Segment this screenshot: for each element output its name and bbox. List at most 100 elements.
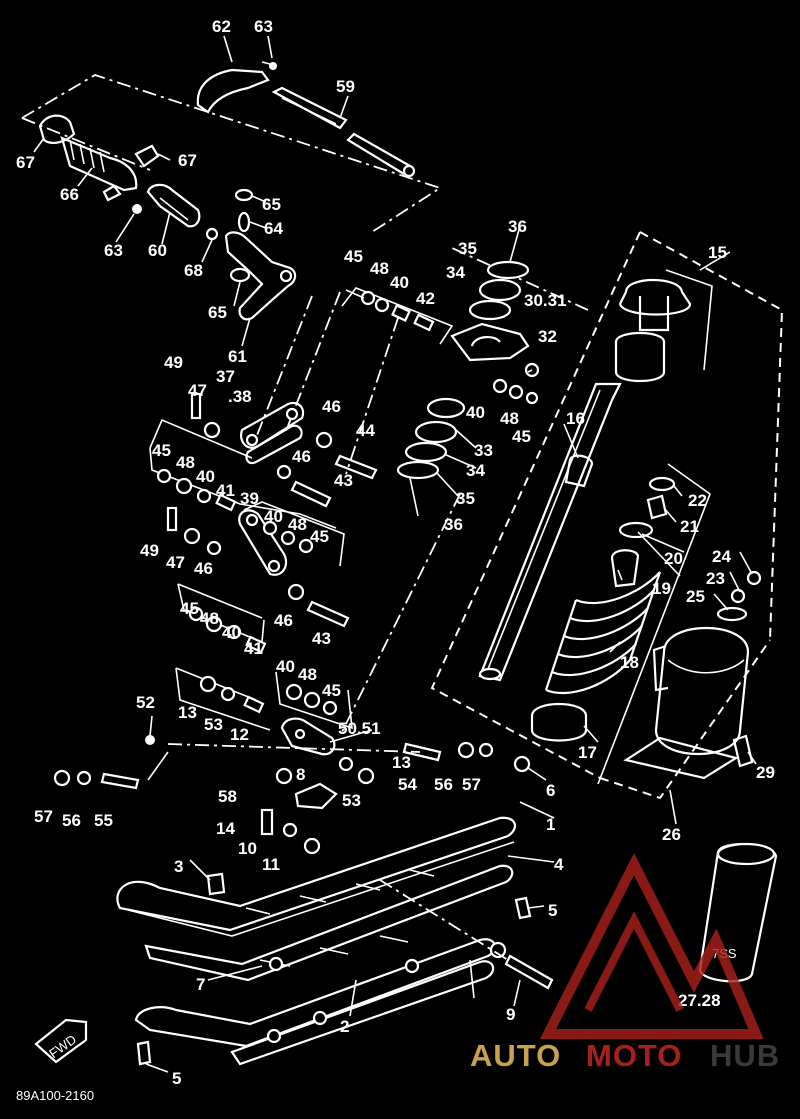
callout-5-bottom: 5 bbox=[172, 1069, 181, 1088]
callout-29: 29 bbox=[756, 763, 775, 782]
drawing-code: 89A100-2160 bbox=[16, 1088, 94, 1103]
callout-49-bottom: 49 bbox=[140, 541, 159, 560]
callout-7: 7 bbox=[196, 975, 205, 994]
callout-14: 14 bbox=[216, 819, 235, 838]
callout-45-e: 45 bbox=[180, 599, 199, 618]
watermark-auto: AUTO bbox=[470, 1038, 561, 1073]
callout-57-right: 57 bbox=[462, 775, 481, 794]
callout-24: 24 bbox=[712, 547, 731, 566]
callout-20: 20 bbox=[664, 549, 683, 568]
callout-46-d: 46 bbox=[274, 611, 293, 630]
callout-15: 15 bbox=[708, 243, 727, 262]
callout-41-a: 41 bbox=[216, 481, 235, 500]
callout-63-top: 63 bbox=[254, 17, 273, 36]
callout-32: 32 bbox=[538, 327, 557, 346]
callout-64: 64 bbox=[264, 219, 283, 238]
callout-19: 19 bbox=[652, 579, 671, 598]
callout-38: .38 bbox=[228, 387, 252, 406]
callout-68: 68 bbox=[184, 261, 203, 280]
callout-40-e: 40 bbox=[222, 623, 241, 642]
callout-46-c: 46 bbox=[194, 559, 213, 578]
callout-36-top: 36 bbox=[508, 217, 527, 236]
callout-5-right: 5 bbox=[548, 901, 557, 920]
callout-54: 54 bbox=[398, 775, 417, 794]
watermark-logo: AUTO MOTO HUB bbox=[470, 852, 780, 1073]
callout-9: 9 bbox=[506, 1005, 515, 1024]
callout-11: 11 bbox=[262, 855, 280, 874]
callout-40-f: 40 bbox=[276, 657, 295, 676]
callout-63-left: 63 bbox=[104, 241, 123, 260]
callout-66: 66 bbox=[60, 185, 79, 204]
callout-57-left: 57 bbox=[34, 807, 53, 826]
line-art bbox=[21, 35, 784, 1073]
callout-40-a: 40 bbox=[390, 273, 409, 292]
fwd-arrow-icon bbox=[34, 1018, 88, 1064]
callout-48-b: 48 bbox=[500, 409, 519, 428]
callout-17: 17 bbox=[578, 743, 597, 762]
callout-13-left: 13 bbox=[178, 703, 197, 722]
callout-58: 58 bbox=[218, 787, 237, 806]
callout-43-b: 43 bbox=[312, 629, 331, 648]
callout-48-a: 48 bbox=[370, 259, 389, 278]
callout-1: 1 bbox=[546, 815, 555, 834]
callout-60: 60 bbox=[148, 241, 167, 260]
callout-30-31: 30.31 bbox=[524, 291, 567, 310]
callout-47-bottom: 47 bbox=[166, 553, 185, 572]
callout-45-a: 45 bbox=[344, 247, 363, 266]
callout-27-28: 27.28 bbox=[678, 991, 721, 1010]
callout-26: 26 bbox=[662, 825, 681, 844]
callout-33: 33 bbox=[474, 441, 493, 460]
callout-49-top: 49 bbox=[164, 353, 183, 372]
callout-35-top: 35 bbox=[458, 239, 477, 258]
callout-45-c: 45 bbox=[152, 441, 171, 460]
watermark-hub: HUB bbox=[710, 1038, 780, 1073]
callout-53-left: 53 bbox=[204, 715, 223, 734]
callout-6: 6 bbox=[546, 781, 555, 800]
callout-48-d: 48 bbox=[288, 515, 307, 534]
callout-47-top: 47 bbox=[188, 381, 207, 400]
callout-34-mid: 34 bbox=[466, 461, 485, 480]
callout-40-d: 40 bbox=[264, 507, 283, 526]
callout-2: 2 bbox=[340, 1017, 349, 1036]
callout-46-b: 46 bbox=[292, 447, 311, 466]
callout-43-a: 43 bbox=[334, 471, 353, 490]
callout-45-b: 45 bbox=[512, 427, 531, 446]
callout-45-f: 45 bbox=[322, 681, 341, 700]
callout-56-right: 56 bbox=[434, 775, 453, 794]
callout-61: 61 bbox=[228, 347, 247, 366]
callout-21: 21 bbox=[680, 517, 699, 536]
callout-18: 18 bbox=[620, 653, 639, 672]
callout-12: 12 bbox=[230, 725, 249, 744]
callout-67-left: 67 bbox=[16, 153, 35, 172]
callout-67-right: 67 bbox=[178, 151, 197, 170]
callout-4: 4 bbox=[554, 855, 564, 874]
callout-59: 59 bbox=[336, 77, 355, 96]
callout-42: 42 bbox=[416, 289, 435, 308]
callout-37: 37 bbox=[216, 367, 235, 386]
callout-41-b: 41 bbox=[244, 639, 263, 658]
callout-22: 22 bbox=[688, 491, 707, 510]
callout-10: 10 bbox=[238, 839, 257, 858]
callout-46-a: 46 bbox=[322, 397, 341, 416]
callout-62: 62 bbox=[212, 17, 231, 36]
callout-50-51: 50.51 bbox=[338, 719, 381, 738]
callout-55: 55 bbox=[94, 811, 113, 830]
watermark-triangle-icon bbox=[539, 852, 764, 1039]
callout-48-f: 48 bbox=[298, 665, 317, 684]
callout-labels: 62 63 59 67 67 66 63 60 68 65 64 65 61 4… bbox=[16, 17, 775, 1103]
callout-36-mid: 36 bbox=[444, 515, 463, 534]
callout-40-b: 40 bbox=[466, 403, 485, 422]
callout-65-mid: 65 bbox=[208, 303, 227, 322]
callout-45-d: 45 bbox=[310, 527, 329, 546]
callout-3: 3 bbox=[174, 857, 183, 876]
callout-35-mid: 35 bbox=[456, 489, 475, 508]
callout-53-right: 53 bbox=[342, 791, 361, 810]
callout-48-c: 48 bbox=[176, 453, 195, 472]
callout-40-c: 40 bbox=[196, 467, 215, 486]
callout-34-top: 34 bbox=[446, 263, 465, 282]
watermark-moto: MOTO bbox=[586, 1038, 682, 1073]
callout-52: 52 bbox=[136, 693, 155, 712]
callout-8: 8 bbox=[296, 765, 305, 784]
